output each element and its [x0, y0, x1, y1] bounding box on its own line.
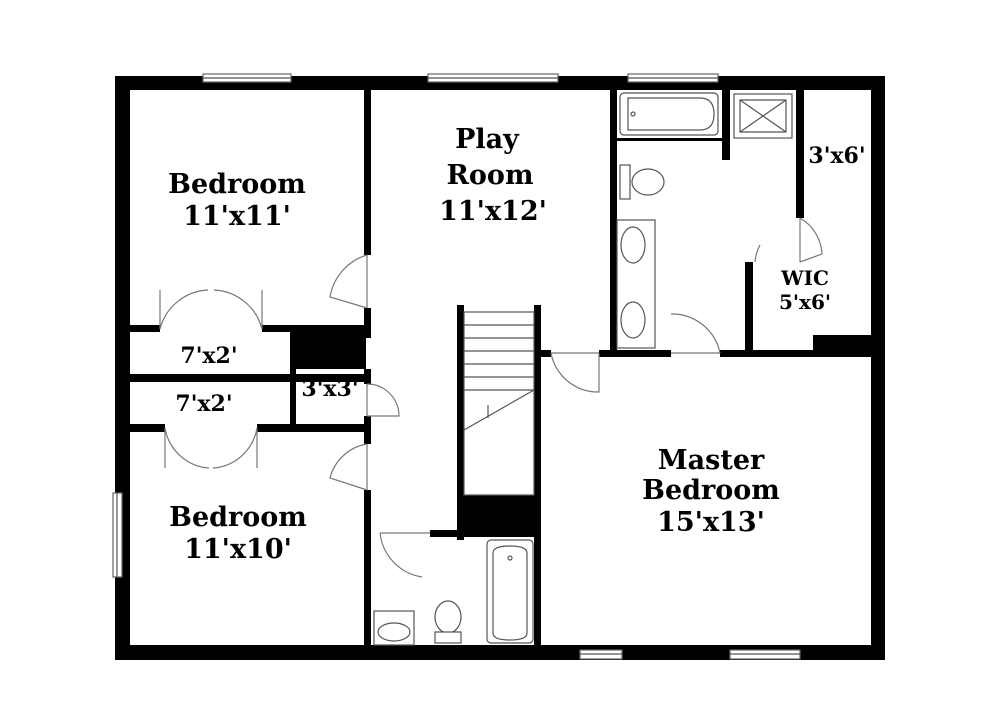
- door-master-bath[interactable]: [670, 313, 721, 354]
- room-size-bedroom-top: 11'x11': [183, 201, 291, 232]
- stair-wall-left: [457, 305, 464, 540]
- sink-master-1: [620, 226, 646, 264]
- wall-closet-divider: [130, 374, 371, 382]
- room-size-play: 11'x12': [439, 196, 547, 227]
- room-name-bedroom-top: Bedroom: [168, 169, 306, 200]
- room-name-play-2: Room: [446, 160, 533, 191]
- toilet-master-tank: [619, 164, 631, 200]
- master-bath-fixtures: [616, 92, 793, 349]
- room-size-closet-c: 7'x2': [175, 391, 232, 417]
- room-labels: Bedroom 11'x11' Play Room 11'x12' 3'x6' …: [168, 124, 865, 565]
- door-closet-a-right[interactable]: [213, 289, 263, 330]
- room-name-play-1: Play: [455, 124, 520, 155]
- room-size-closet-d: 3'x3': [301, 376, 358, 402]
- sink-hall: [377, 622, 411, 642]
- wall-bedroom-play: [364, 90, 371, 255]
- door-master-hall[interactable]: [550, 352, 600, 393]
- interior-walls: [130, 90, 871, 660]
- room-size-master: 15'x13': [657, 507, 765, 538]
- chase-block: [290, 325, 366, 369]
- door-bedroom-bottom[interactable]: [329, 443, 368, 491]
- toilet-master-bowl: [631, 168, 665, 196]
- outer-wall-right: [871, 76, 885, 660]
- hall-bath-fixtures: [373, 539, 534, 646]
- door-closet-d[interactable]: [366, 383, 400, 417]
- toilet-hall-bowl: [434, 600, 462, 634]
- wall-play-bath: [610, 90, 617, 352]
- door-closet-a-left[interactable]: [159, 289, 209, 330]
- doors: [159, 217, 823, 578]
- stairs[interactable]: [463, 311, 535, 496]
- room-name-master-2: Bedroom: [642, 475, 780, 506]
- vanity-hall: [373, 610, 415, 646]
- room-name-wic: WIC: [780, 266, 829, 290]
- sink-master-2: [620, 301, 646, 339]
- bathtub-master: [619, 92, 719, 136]
- door-wic-shower[interactable]: [754, 244, 761, 263]
- door-closet-b-right[interactable]: [212, 427, 258, 469]
- vanity-master: [616, 219, 656, 349]
- toilet-hall-tank: [434, 631, 462, 644]
- stair-wall-right: [534, 305, 541, 660]
- room-size-bedroom-bottom: 11'x10': [184, 534, 292, 565]
- room-size-closet-a: 3'x6': [808, 143, 865, 169]
- windows: [112, 73, 801, 660]
- door-wic[interactable]: [799, 217, 823, 263]
- door-closet-b-left[interactable]: [164, 427, 210, 469]
- room-name-master-1: Master: [658, 445, 765, 476]
- outer-wall-bottom: [115, 645, 885, 660]
- bathtub-hall: [486, 539, 534, 644]
- door-bedroom-top[interactable]: [329, 254, 368, 309]
- room-size-wic: 5'x6': [779, 290, 831, 314]
- door-hall-bath[interactable]: [379, 532, 430, 578]
- room-name-bedroom-bottom: Bedroom: [169, 502, 307, 533]
- room-size-closet-b: 7'x2': [180, 343, 237, 369]
